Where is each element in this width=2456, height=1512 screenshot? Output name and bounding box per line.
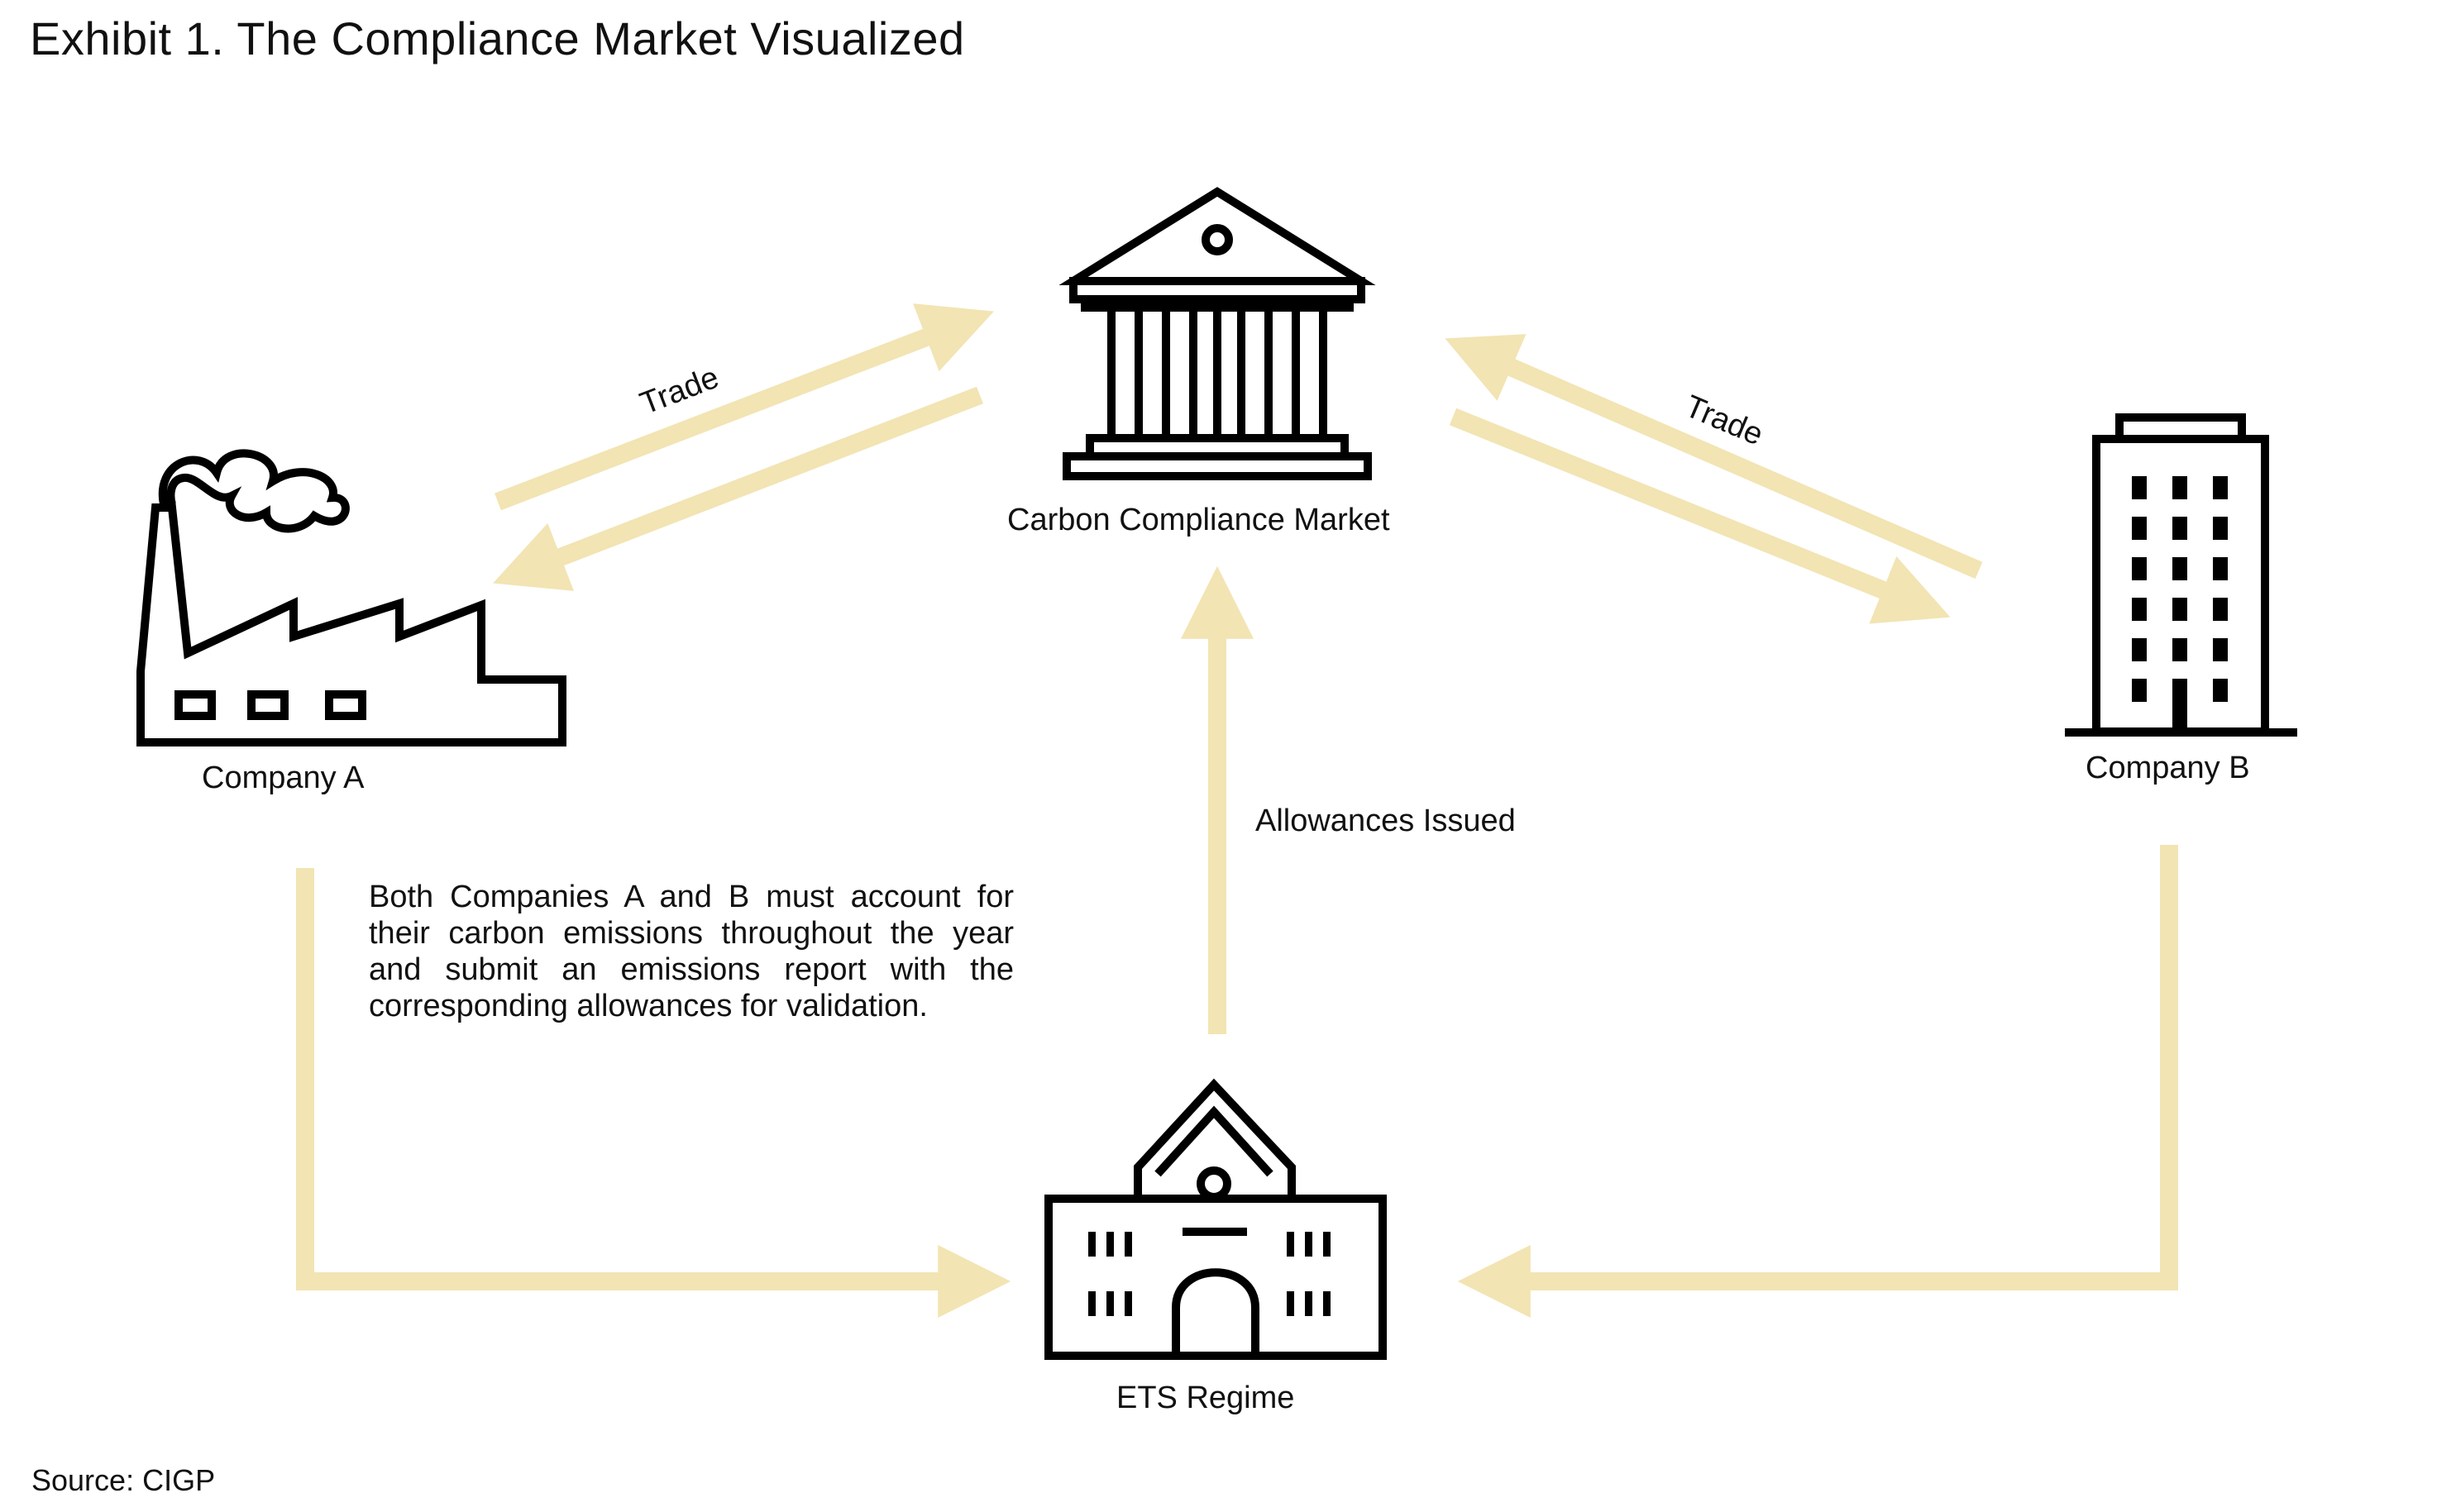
ets-label: ETS Regime <box>1116 1381 1295 1415</box>
arrow-company-b-to-market <box>1445 334 1983 580</box>
market-label: Carbon Compliance Market <box>1007 503 1390 537</box>
factory-icon <box>136 449 566 746</box>
bank-building-icon <box>1058 187 1376 480</box>
source-note: Source: CIGP <box>31 1463 216 1497</box>
company-b-label: Company B <box>2086 751 2250 785</box>
compliance-note: Both Companies A and B must account for … <box>369 880 1014 1023</box>
company-a-label: Company A <box>202 761 365 795</box>
ets-window-grilles <box>1088 1232 1331 1316</box>
page-title: Exhibit 1. The Compliance Market Visuali… <box>30 12 965 64</box>
office-tower-icon <box>2065 413 2297 737</box>
arrow-company-a-to-ets <box>296 868 1011 1318</box>
arrow-market-to-company-a <box>493 386 983 591</box>
arrow-company-b-to-ets <box>1457 845 2178 1318</box>
allowances-label: Allowances Issued <box>1255 804 1516 838</box>
arrow-company-a-to-market <box>495 303 994 511</box>
arrow-market-to-company-b <box>1449 408 1951 624</box>
government-building-icon <box>1044 1078 1387 1360</box>
